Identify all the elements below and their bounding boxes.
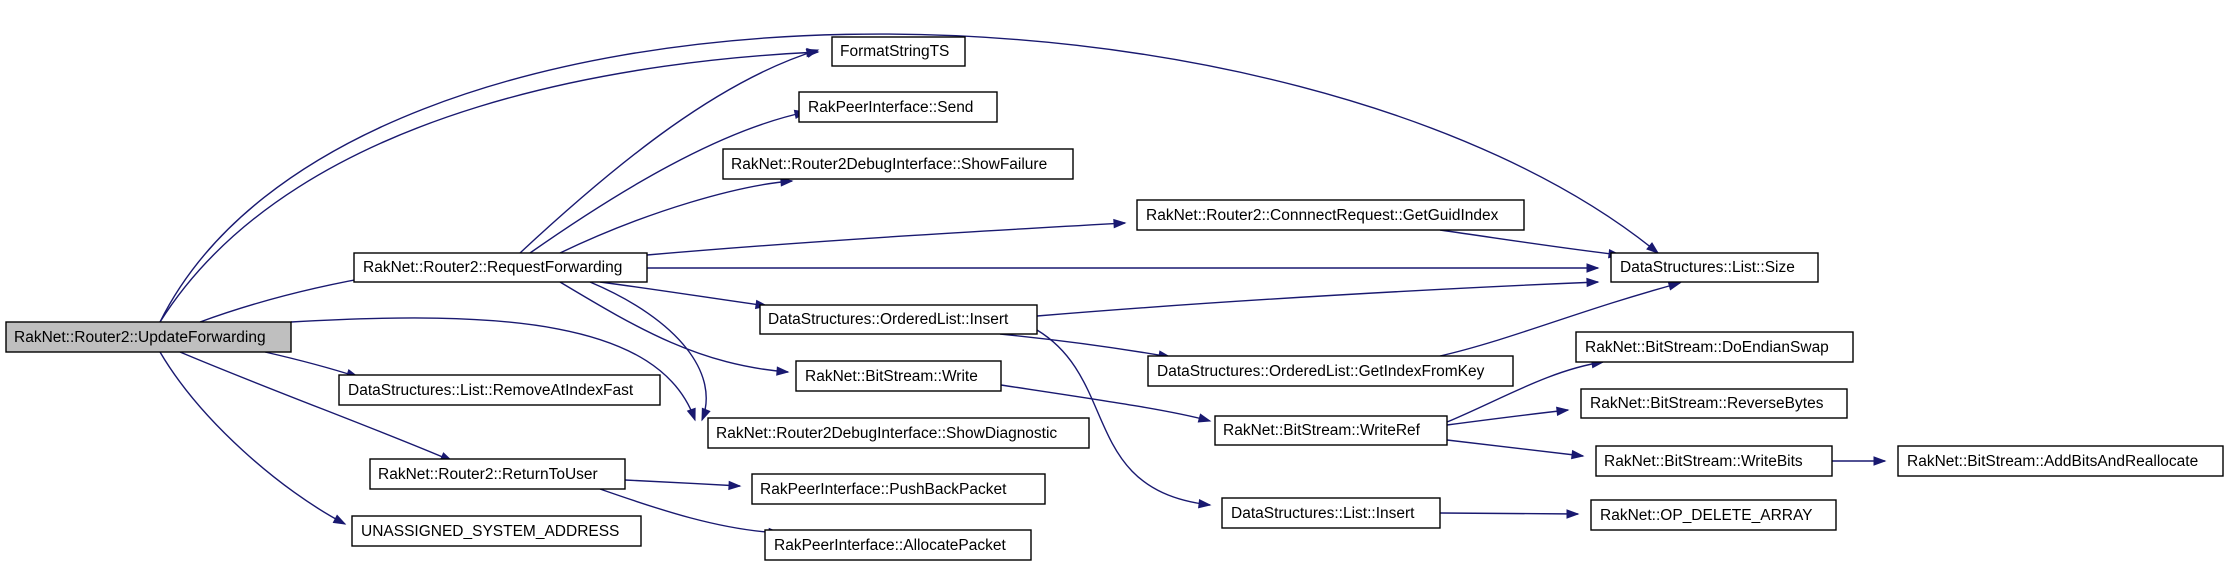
edge-request-forwarding-to-bitstream-write <box>559 281 790 376</box>
node-do-endian-swap[interactable]: RakNet::BitStream::DoEndianSwap <box>1575 331 1854 363</box>
node-list-insert[interactable]: DataStructures::List::Insert <box>1221 497 1441 529</box>
arrowhead <box>1113 218 1127 229</box>
node-label: RakPeerInterface::AllocatePacket <box>774 537 1006 554</box>
node-return-to-user[interactable]: RakNet::Router2::ReturnToUser <box>369 458 626 490</box>
node-label: RakNet::Router2DebugInterface::ShowDiagn… <box>716 425 1057 442</box>
edge-request-forwarding-to-get-guid-index <box>646 218 1127 256</box>
node-label: RakNet::BitStream::AddBitsAndReallocate <box>1907 453 2198 470</box>
node-show-failure[interactable]: RakNet::Router2DebugInterface::ShowFailu… <box>722 148 1074 180</box>
node-label: RakNet::BitStream::Write <box>805 368 978 385</box>
edge-write-ref-to-reverse-bytes <box>1446 406 1570 426</box>
arrowhead <box>1873 456 1887 466</box>
node-label: RakNet::OP_DELETE_ARRAY <box>1600 507 1812 524</box>
arrowhead <box>332 514 347 525</box>
node-label: DataStructures::List::RemoveAtIndexFast <box>348 382 634 399</box>
edge-update-forwarding-to-show-diagnostic <box>290 317 696 422</box>
node-label: RakPeerInterface::Send <box>808 99 973 116</box>
node-label: RakNet::Router2::UpdateForwarding <box>14 329 266 346</box>
call-edges <box>159 33 1887 538</box>
node-write-bits[interactable]: RakNet::BitStream::WriteBits <box>1595 445 1833 477</box>
node-label: RakNet::Router2::ReturnToUser <box>378 466 598 483</box>
node-op-delete-array[interactable]: RakNet::OP_DELETE_ARRAY <box>1590 499 1837 531</box>
arrowhead <box>1556 406 1570 416</box>
node-write-ref[interactable]: RakNet::BitStream::WriteRef <box>1214 415 1448 446</box>
arrowhead <box>686 407 696 422</box>
node-ordered-list-insert[interactable]: DataStructures::OrderedList::Insert <box>759 304 1038 335</box>
edge-request-forwarding-to-list-size <box>647 263 1600 273</box>
node-remove-at-index-fast[interactable]: DataStructures::List::RemoveAtIndexFast <box>338 374 661 406</box>
call-nodes: RakNet::Router2::UpdateForwarding RakNet… <box>5 36 2224 561</box>
node-label: RakNet::Router2::ConnnectRequest::GetGui… <box>1146 207 1499 224</box>
edge-request-forwarding-to-ordered-list-insert <box>599 281 769 310</box>
arrowhead <box>1566 509 1580 519</box>
arrowhead <box>1571 449 1585 460</box>
edge-update-forwarding-to-list-size <box>159 33 1660 323</box>
node-rak-peer-send[interactable]: RakPeerInterface::Send <box>798 91 998 123</box>
edge-ordered-list-insert-to-list-size <box>1036 277 1600 317</box>
edge-update-forwarding-to-unassigned-system-address <box>159 351 347 525</box>
node-add-bits-and-reallocate[interactable]: RakNet::BitStream::AddBitsAndReallocate <box>1897 445 2224 477</box>
arrowhead <box>1667 281 1682 291</box>
edge-ordered-list-insert-to-get-index-from-key <box>999 333 1172 360</box>
edge-request-forwarding-to-show-failure <box>559 177 794 254</box>
edge-request-forwarding-to-format-string-ts <box>519 48 820 254</box>
arrowhead <box>701 407 711 422</box>
node-format-string-ts[interactable]: FormatStringTS <box>831 36 966 67</box>
node-label: RakNet::Router2::RequestForwarding <box>363 259 622 276</box>
node-reverse-bytes[interactable]: RakNet::BitStream::ReverseBytes <box>1580 388 1848 419</box>
arrowhead <box>805 48 820 58</box>
edge-return-to-user-to-push-back-packet <box>624 479 742 491</box>
node-label: RakNet::BitStream::WriteBits <box>1604 453 1803 470</box>
node-get-guid-index[interactable]: RakNet::Router2::ConnnectRequest::GetGui… <box>1136 199 1525 231</box>
edge-update-forwarding-to-remove-at-index-fast <box>264 351 360 378</box>
node-label: RakPeerInterface::PushBackPacket <box>760 481 1007 498</box>
node-label: RakNet::BitStream::WriteRef <box>1223 422 1421 439</box>
arrowhead <box>1198 498 1212 509</box>
edge-bitstream-write-to-write-ref <box>1000 384 1212 423</box>
arrowhead <box>1586 263 1600 273</box>
edge-request-forwarding-to-show-diagnostic <box>589 281 711 422</box>
edge-ordered-list-insert-to-list-insert <box>1036 329 1212 509</box>
edge-update-forwarding-to-return-to-user <box>179 351 454 462</box>
arrowhead <box>1646 242 1660 254</box>
node-request-forwarding[interactable]: RakNet::Router2::RequestForwarding <box>353 252 648 283</box>
edge-write-bits-to-add-bits-and-reallocate <box>1832 456 1887 466</box>
node-allocate-packet[interactable]: RakPeerInterface::AllocatePacket <box>764 529 1032 561</box>
node-label: DataStructures::OrderedList::GetIndexFro… <box>1157 363 1485 380</box>
node-push-back-packet[interactable]: RakPeerInterface::PushBackPacket <box>751 473 1046 505</box>
node-label: UNASSIGNED_SYSTEM_ADDRESS <box>361 523 619 540</box>
arrowhead <box>1197 413 1212 423</box>
node-bitstream-write[interactable]: RakNet::BitStream::Write <box>795 360 1002 392</box>
arrowhead <box>728 480 742 491</box>
node-label: DataStructures::OrderedList::Insert <box>768 311 1009 328</box>
arrowhead <box>1586 277 1600 288</box>
arrowhead <box>776 366 790 376</box>
node-update-forwarding[interactable]: RakNet::Router2::UpdateForwarding <box>5 321 292 353</box>
node-label: RakNet::BitStream::ReverseBytes <box>1590 395 1824 412</box>
node-unassigned-system-address[interactable]: UNASSIGNED_SYSTEM_ADDRESS <box>351 515 642 547</box>
node-label: DataStructures::List::Insert <box>1231 505 1415 522</box>
node-label: FormatStringTS <box>840 43 949 60</box>
edge-get-guid-index-to-list-size <box>1439 229 1622 259</box>
node-label: RakNet::BitStream::DoEndianSwap <box>1585 339 1829 356</box>
node-label: DataStructures::List::Size <box>1620 259 1795 276</box>
edge-list-insert-to-op-delete-array <box>1439 509 1580 519</box>
node-label: RakNet::Router2DebugInterface::ShowFailu… <box>731 156 1047 173</box>
node-list-size[interactable]: DataStructures::List::Size <box>1610 252 1819 283</box>
node-get-index-from-key[interactable]: DataStructures::OrderedList::GetIndexFro… <box>1147 355 1514 387</box>
edge-write-ref-to-write-bits <box>1446 439 1585 460</box>
node-show-diagnostic[interactable]: RakNet::Router2DebugInterface::ShowDiagn… <box>707 417 1090 449</box>
edge-request-forwarding-to-rak-peer-send <box>529 109 808 254</box>
